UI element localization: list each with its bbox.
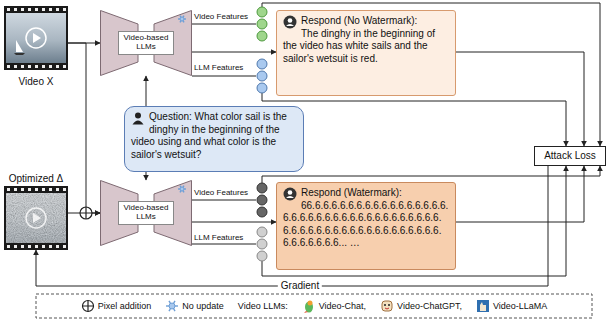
- loss-wire: [262, 3, 600, 146]
- frozen-icon: [178, 186, 186, 193]
- connector: [146, 76, 147, 106]
- node-body: 66.6.6.6.6.6.6.6.6.6.6.6.6.6.6.6.6.6.6.6…: [283, 200, 449, 250]
- legend-item: Video-LLaMA: [476, 299, 547, 313]
- loss-wire: [262, 166, 566, 276]
- node-title: Video-based LLMs: [118, 31, 174, 55]
- video-frame: Optimized Δ: [4, 172, 68, 250]
- feature-dot: [257, 59, 267, 69]
- llm-block: Video-based LLMs: [100, 10, 192, 76]
- feature-dot: [257, 239, 267, 249]
- connector: [146, 172, 147, 180]
- legend-item: Video-ChatGPT,: [380, 299, 462, 313]
- feature-wire: [192, 24, 256, 25]
- feature-dot: [257, 19, 267, 29]
- node-title: Attack Loss: [541, 149, 599, 163]
- legend-item: Video-Chat,: [302, 299, 366, 313]
- connector: [192, 222, 276, 223]
- feature-dot: [257, 227, 267, 237]
- legend-heading: Video LLMs:: [238, 301, 288, 311]
- user-icon: [131, 111, 145, 125]
- connector: [36, 166, 548, 286]
- pixel-addition-symbol: [80, 207, 92, 219]
- feature-dot: [257, 195, 267, 205]
- node-title: Optimized Δ: [9, 172, 63, 185]
- legend-text: No update: [182, 301, 224, 311]
- response-box: Respond (Watermark):66.6.6.6.6.6.6.6.6.6…: [276, 182, 456, 270]
- legend-symbol: [165, 299, 179, 313]
- legend-text: Video-ChatGPT,: [397, 301, 462, 311]
- legend: Video LLMs: Pixel addition No update Video-…: [36, 294, 592, 318]
- connector: [68, 43, 100, 213]
- feature-wire: [192, 200, 256, 201]
- response-box: Respond (No Watermark):The dinghy in the…: [276, 10, 456, 96]
- legend-text: Video-LLaMA: [493, 301, 547, 311]
- legend-text: Pixel addition: [98, 301, 152, 311]
- connector: [192, 52, 276, 53]
- legend-symbol: [380, 299, 394, 313]
- loss-box: Attack Loss: [534, 146, 606, 166]
- feature-dot: [257, 183, 267, 193]
- bot-icon: [283, 187, 297, 201]
- legend-symbol: [476, 299, 490, 313]
- feature-dot: [257, 71, 267, 81]
- connector: [456, 52, 584, 146]
- feature-label: LLM Features: [194, 233, 243, 242]
- video-frame: Video X: [4, 6, 68, 88]
- perturbed-video-image: [4, 186, 68, 250]
- feature-dot: [257, 207, 267, 217]
- node-title: Respond (No Watermark):: [283, 15, 449, 28]
- question-box: Question: What color sail is the dinghy …: [124, 106, 304, 172]
- feature-dot: [257, 251, 267, 261]
- loss-wire: [262, 166, 600, 183]
- feature-dot: [257, 7, 267, 17]
- node-body: The dinghy in the beginning of the video…: [283, 28, 449, 66]
- legend-item: No update: [165, 299, 224, 313]
- bot-icon: [283, 15, 297, 29]
- legend-frame: [36, 294, 592, 318]
- edge-label: Gradient: [278, 280, 322, 292]
- legend-symbol: [302, 299, 316, 313]
- legend-symbol: [81, 299, 95, 313]
- feature-label: Video Features: [194, 188, 248, 197]
- llm-block: Video-based LLMs: [100, 180, 192, 246]
- feature-dot: [257, 83, 267, 93]
- legend-text: Video-Chat,: [319, 301, 366, 311]
- feature-wire: [192, 76, 256, 77]
- feature-dot: [257, 31, 267, 41]
- feature-wire: [192, 244, 256, 245]
- loss-wire: [262, 93, 566, 146]
- node-title: Question: What color sail is the dinghy …: [131, 111, 297, 161]
- legend-item: Pixel addition: [81, 299, 152, 313]
- connector: [456, 166, 584, 222]
- node-title: Respond (Watermark):: [283, 187, 449, 200]
- node-title: Video-based LLMs: [118, 201, 174, 225]
- node-title: Video X: [19, 75, 54, 88]
- feature-label: Video Features: [194, 12, 248, 21]
- feature-label: LLM Features: [194, 63, 243, 72]
- frozen-icon: [178, 16, 186, 23]
- video-x-image: [4, 6, 68, 70]
